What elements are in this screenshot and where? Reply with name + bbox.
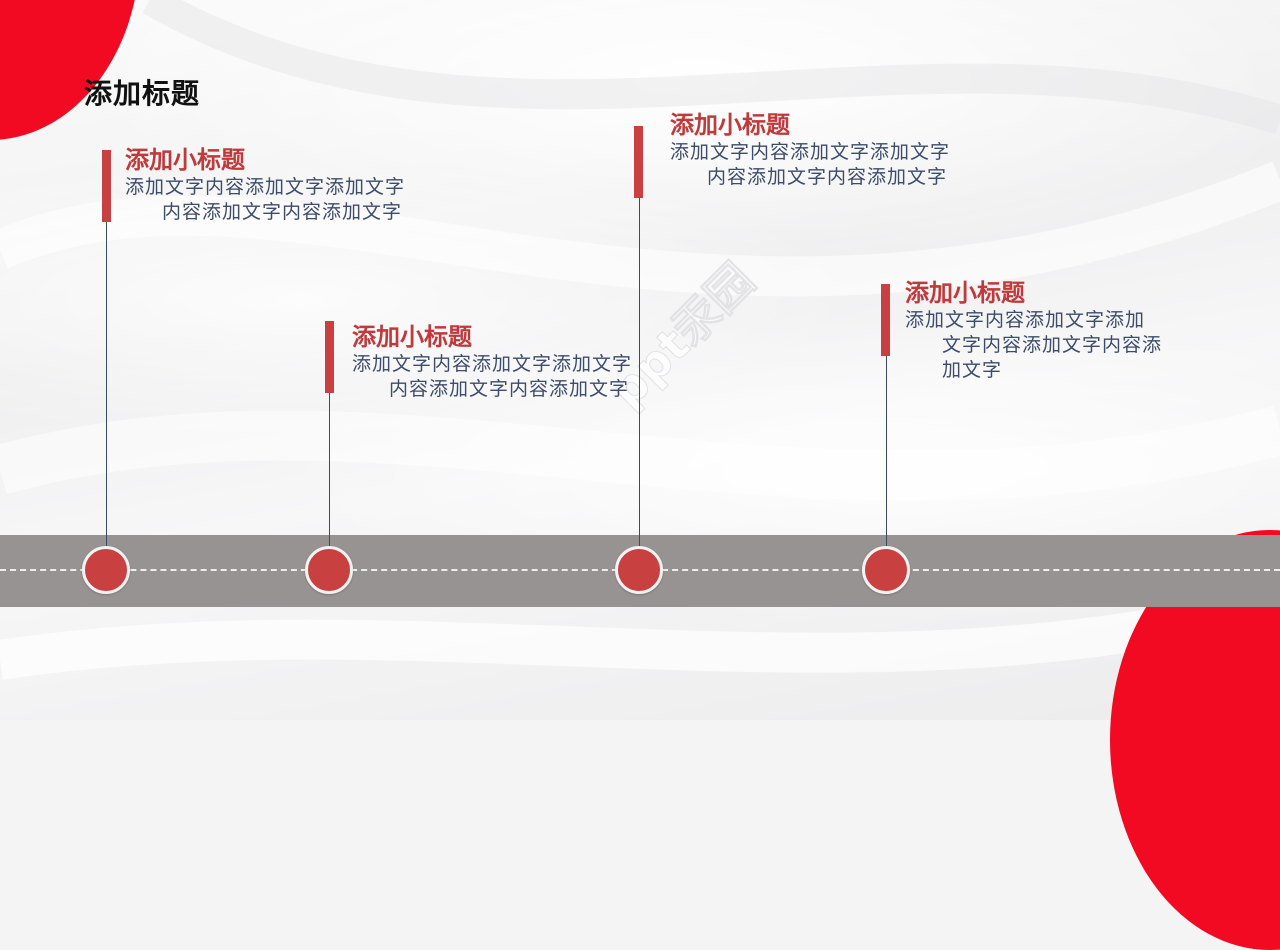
item-subtitle[interactable]: 添加小标题	[352, 323, 472, 351]
accent-bar	[634, 126, 643, 198]
timeline-node-4[interactable]	[862, 546, 910, 594]
timeline-item-3[interactable]: 添加小标题 添加文字内容添加文字添加文字内容添加文字内容添加文字	[670, 110, 957, 190]
timeline-stem	[639, 198, 640, 552]
accent-bar	[102, 150, 111, 222]
accent-bar	[881, 284, 890, 356]
timeline-item-2[interactable]: 添加小标题 添加文字内容添加文字添加文字内容添加文字内容添加文字	[352, 322, 639, 402]
accent-bar	[325, 321, 334, 393]
timeline-stem	[886, 356, 887, 552]
item-text[interactable]: 添加文字内容添加文字添加文字内容添加文字内容添加文字	[905, 309, 1163, 381]
timeline-item-4[interactable]: 添加小标题 添加文字内容添加文字添加文字内容添加文字内容添加文字	[905, 278, 1162, 383]
timeline-node-3[interactable]	[615, 546, 663, 594]
timeline-stem	[329, 392, 330, 552]
item-text[interactable]: 添加文字内容添加文字添加文字内容添加文字内容添加文字	[125, 176, 406, 223]
item-text[interactable]: 添加文字内容添加文字添加文字内容添加文字内容添加文字	[670, 141, 951, 188]
timeline-stem	[106, 222, 107, 552]
timeline-item-1[interactable]: 添加小标题 添加文字内容添加文字添加文字内容添加文字内容添加文字	[125, 145, 412, 225]
timeline-node-1[interactable]	[82, 546, 130, 594]
timeline-node-2[interactable]	[305, 546, 353, 594]
item-subtitle[interactable]: 添加小标题	[905, 279, 1025, 307]
item-subtitle[interactable]: 添加小标题	[670, 111, 790, 139]
item-text[interactable]: 添加文字内容添加文字添加文字内容添加文字内容添加文字	[352, 353, 633, 400]
slide-title[interactable]: 添加标题	[84, 77, 201, 110]
item-subtitle[interactable]: 添加小标题	[125, 146, 245, 174]
